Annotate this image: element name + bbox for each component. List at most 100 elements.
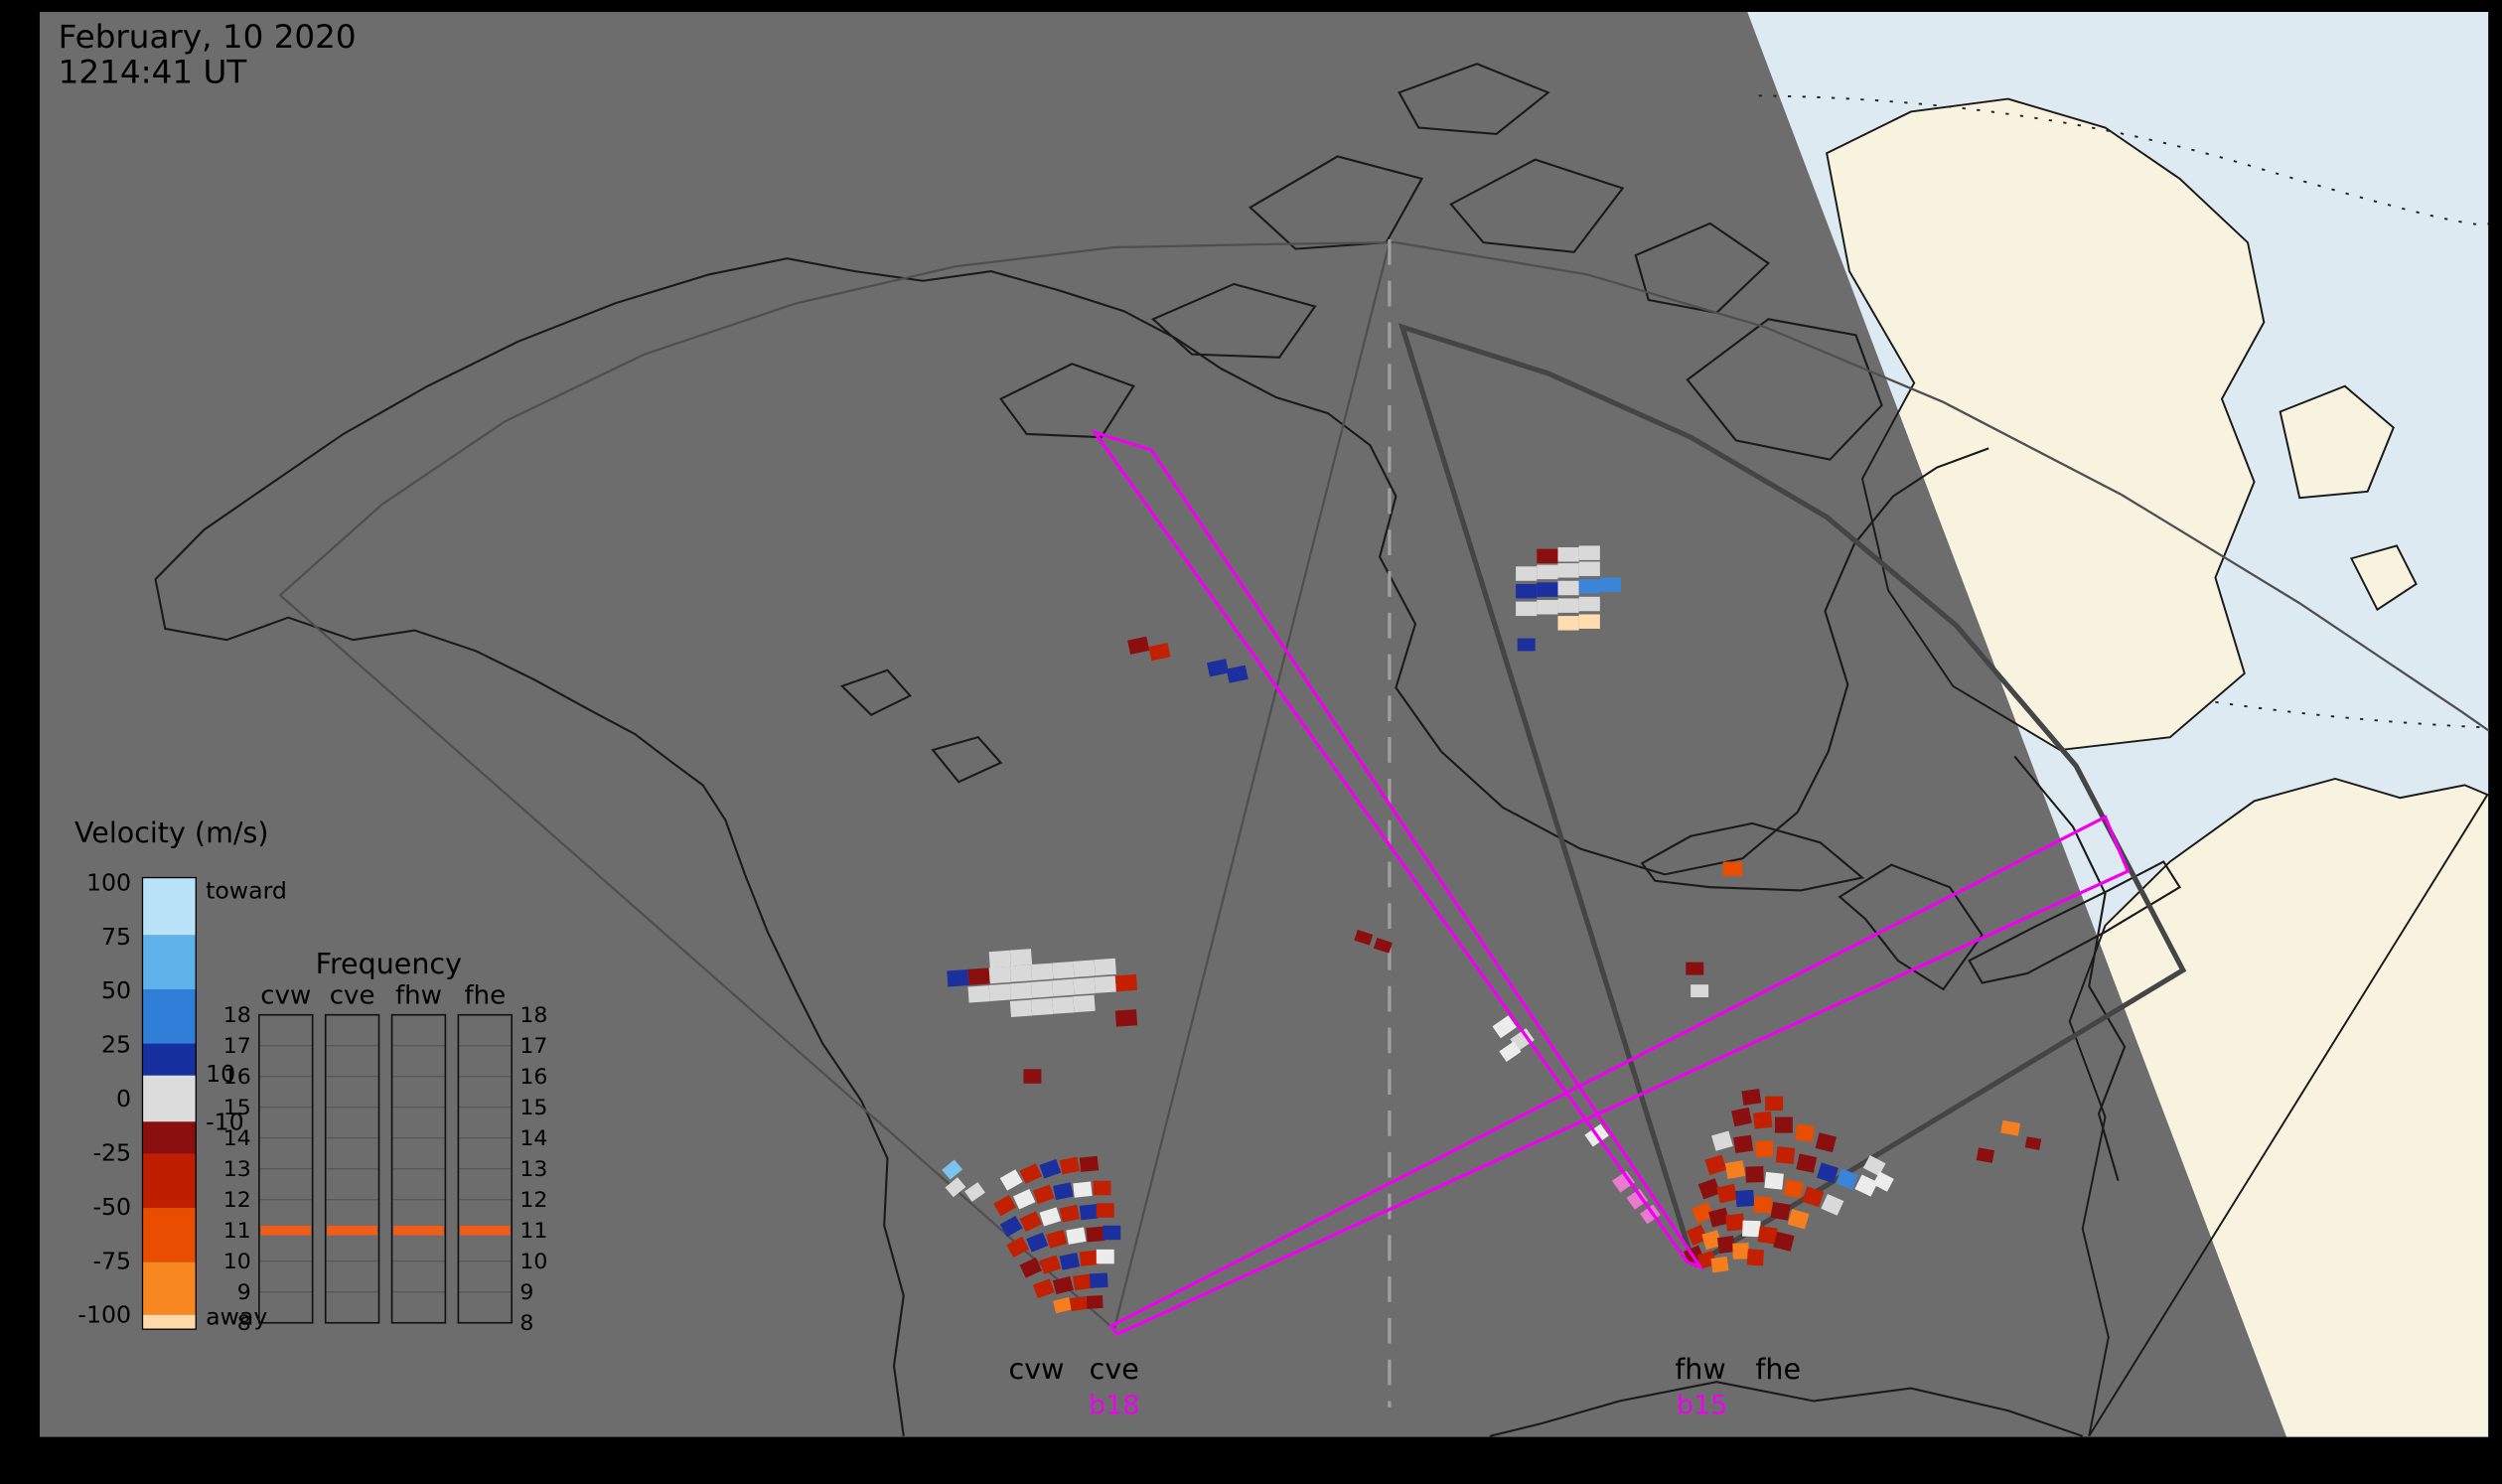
data-cell: [942, 1159, 963, 1180]
data-cell: [1516, 583, 1538, 599]
data-cell: [1096, 1203, 1114, 1218]
freq-scale-label-right: 16: [519, 1065, 547, 1090]
data-cell: [1753, 1196, 1773, 1214]
data-cell: [1626, 1188, 1649, 1210]
freq-scale-label-left: 18: [223, 1003, 251, 1028]
data-cell: [1052, 961, 1075, 979]
data-cell: [1066, 1227, 1087, 1245]
data-cell: [1802, 1186, 1825, 1208]
velocity-tick-label: 25: [101, 1031, 131, 1059]
data-cell: [999, 1215, 1023, 1238]
freq-scale-label-left: 8: [237, 1311, 251, 1336]
velocity-tick-label: 100: [86, 869, 131, 897]
colorbar-segment: [142, 1208, 197, 1262]
data-cell: [1557, 616, 1579, 631]
data-cell: [1557, 563, 1579, 578]
data-cell: [947, 969, 969, 987]
freq-column-box: [457, 1013, 514, 1324]
data-cell: [1697, 1178, 1721, 1200]
data-cell: [1724, 1160, 1746, 1179]
velocity-side-label: 10: [206, 1060, 235, 1088]
data-cell: [1086, 1226, 1105, 1243]
data-cell: [1557, 598, 1579, 613]
radar-label-cve: cve: [1090, 1353, 1139, 1386]
data-cell: [1746, 1249, 1765, 1266]
data-cell: [1059, 1204, 1081, 1223]
data-cell: [1686, 962, 1704, 975]
data-cell: [1052, 1275, 1074, 1295]
data-cell: [1094, 958, 1116, 976]
data-cell: [1755, 1140, 1774, 1157]
beam-b15-outline: [1091, 429, 1705, 1270]
data-cell: [1019, 1211, 1042, 1233]
data-cell: [1735, 1189, 1755, 1208]
data-cell: [1031, 980, 1054, 998]
beam-b18-outline: [1107, 815, 2131, 1336]
data-cell: [1373, 937, 1393, 954]
data-cell: [1639, 1204, 1661, 1225]
frequency-legend-title: Frequency: [316, 948, 462, 980]
gulf-coast: [1489, 1381, 2084, 1437]
colorbar-segment: [142, 1043, 197, 1076]
freq-column-box: [390, 1013, 447, 1324]
east-coast: [2013, 755, 2127, 1182]
data-cell: [1611, 1170, 1636, 1193]
data-cell: [1006, 1236, 1030, 1258]
northern-lakes: [839, 668, 1003, 784]
data-cell: [1783, 1179, 1805, 1199]
data-cell: [1009, 965, 1033, 982]
data-cell: [1691, 984, 1709, 998]
data-cell: [1770, 1201, 1791, 1221]
velocity-side-label: away: [206, 1303, 267, 1331]
data-cell: [1096, 1249, 1114, 1264]
data-cell: [1032, 1184, 1055, 1205]
data-cell: [1716, 1183, 1738, 1204]
data-cell: [1019, 1258, 1042, 1278]
data-cell: [1557, 580, 1579, 596]
data-cell: [1073, 960, 1096, 977]
data-cell: [1537, 582, 1558, 597]
freq-column-cvw: cvw: [260, 981, 311, 1011]
freq-scale-label-right: 18: [519, 1003, 547, 1028]
freq-scale-label-right: 14: [519, 1126, 547, 1151]
freq-column-cve: cve: [330, 981, 375, 1011]
data-cell: [1026, 1232, 1049, 1253]
freq-scale-label-left: 13: [223, 1157, 251, 1182]
data-cell: [1127, 636, 1150, 655]
data-cell: [1821, 1193, 1844, 1216]
data-cell: [1516, 601, 1538, 617]
freq-scale-label-left: 17: [223, 1034, 251, 1059]
data-cell: [1537, 564, 1558, 580]
data-cell: [1073, 994, 1096, 1013]
data-cell: [945, 1177, 966, 1198]
data-cell: [1578, 579, 1600, 594]
data-cell: [1013, 1188, 1036, 1210]
velocity-tick-label: 0: [116, 1085, 131, 1113]
data-cell: [1093, 1180, 1111, 1196]
velocity-tick-label: -50: [92, 1193, 131, 1221]
data-cell: [1059, 1156, 1081, 1175]
data-cell: [1815, 1132, 1837, 1153]
freq-column-box: [324, 1013, 380, 1324]
data-cell: [1557, 547, 1579, 562]
radar-fov-cv-split: [1112, 241, 1392, 1330]
data-cell: [1692, 1202, 1714, 1224]
freq-scale-label-left: 12: [223, 1188, 251, 1213]
freq-scale-label-left: 15: [223, 1096, 251, 1120]
freq-column-fhw: fhw: [395, 981, 442, 1011]
freq-scale-label-right: 8: [519, 1311, 533, 1336]
data-cell: [1704, 1154, 1727, 1176]
data-cell: [1764, 1171, 1784, 1190]
data-cell: [1537, 600, 1558, 615]
freq-scale-label-left: 9: [237, 1280, 251, 1305]
data-cell: [1516, 566, 1538, 581]
freq-active-bar: [327, 1225, 377, 1236]
data-cell: [993, 1194, 1017, 1217]
radar-label-cvw: cvw: [1009, 1353, 1065, 1386]
radar-fov-fh: [1398, 323, 2187, 1268]
freq-active-bar: [260, 1225, 312, 1236]
velocity-tick-label: 75: [101, 923, 131, 951]
data-cell: [1862, 1154, 1886, 1177]
